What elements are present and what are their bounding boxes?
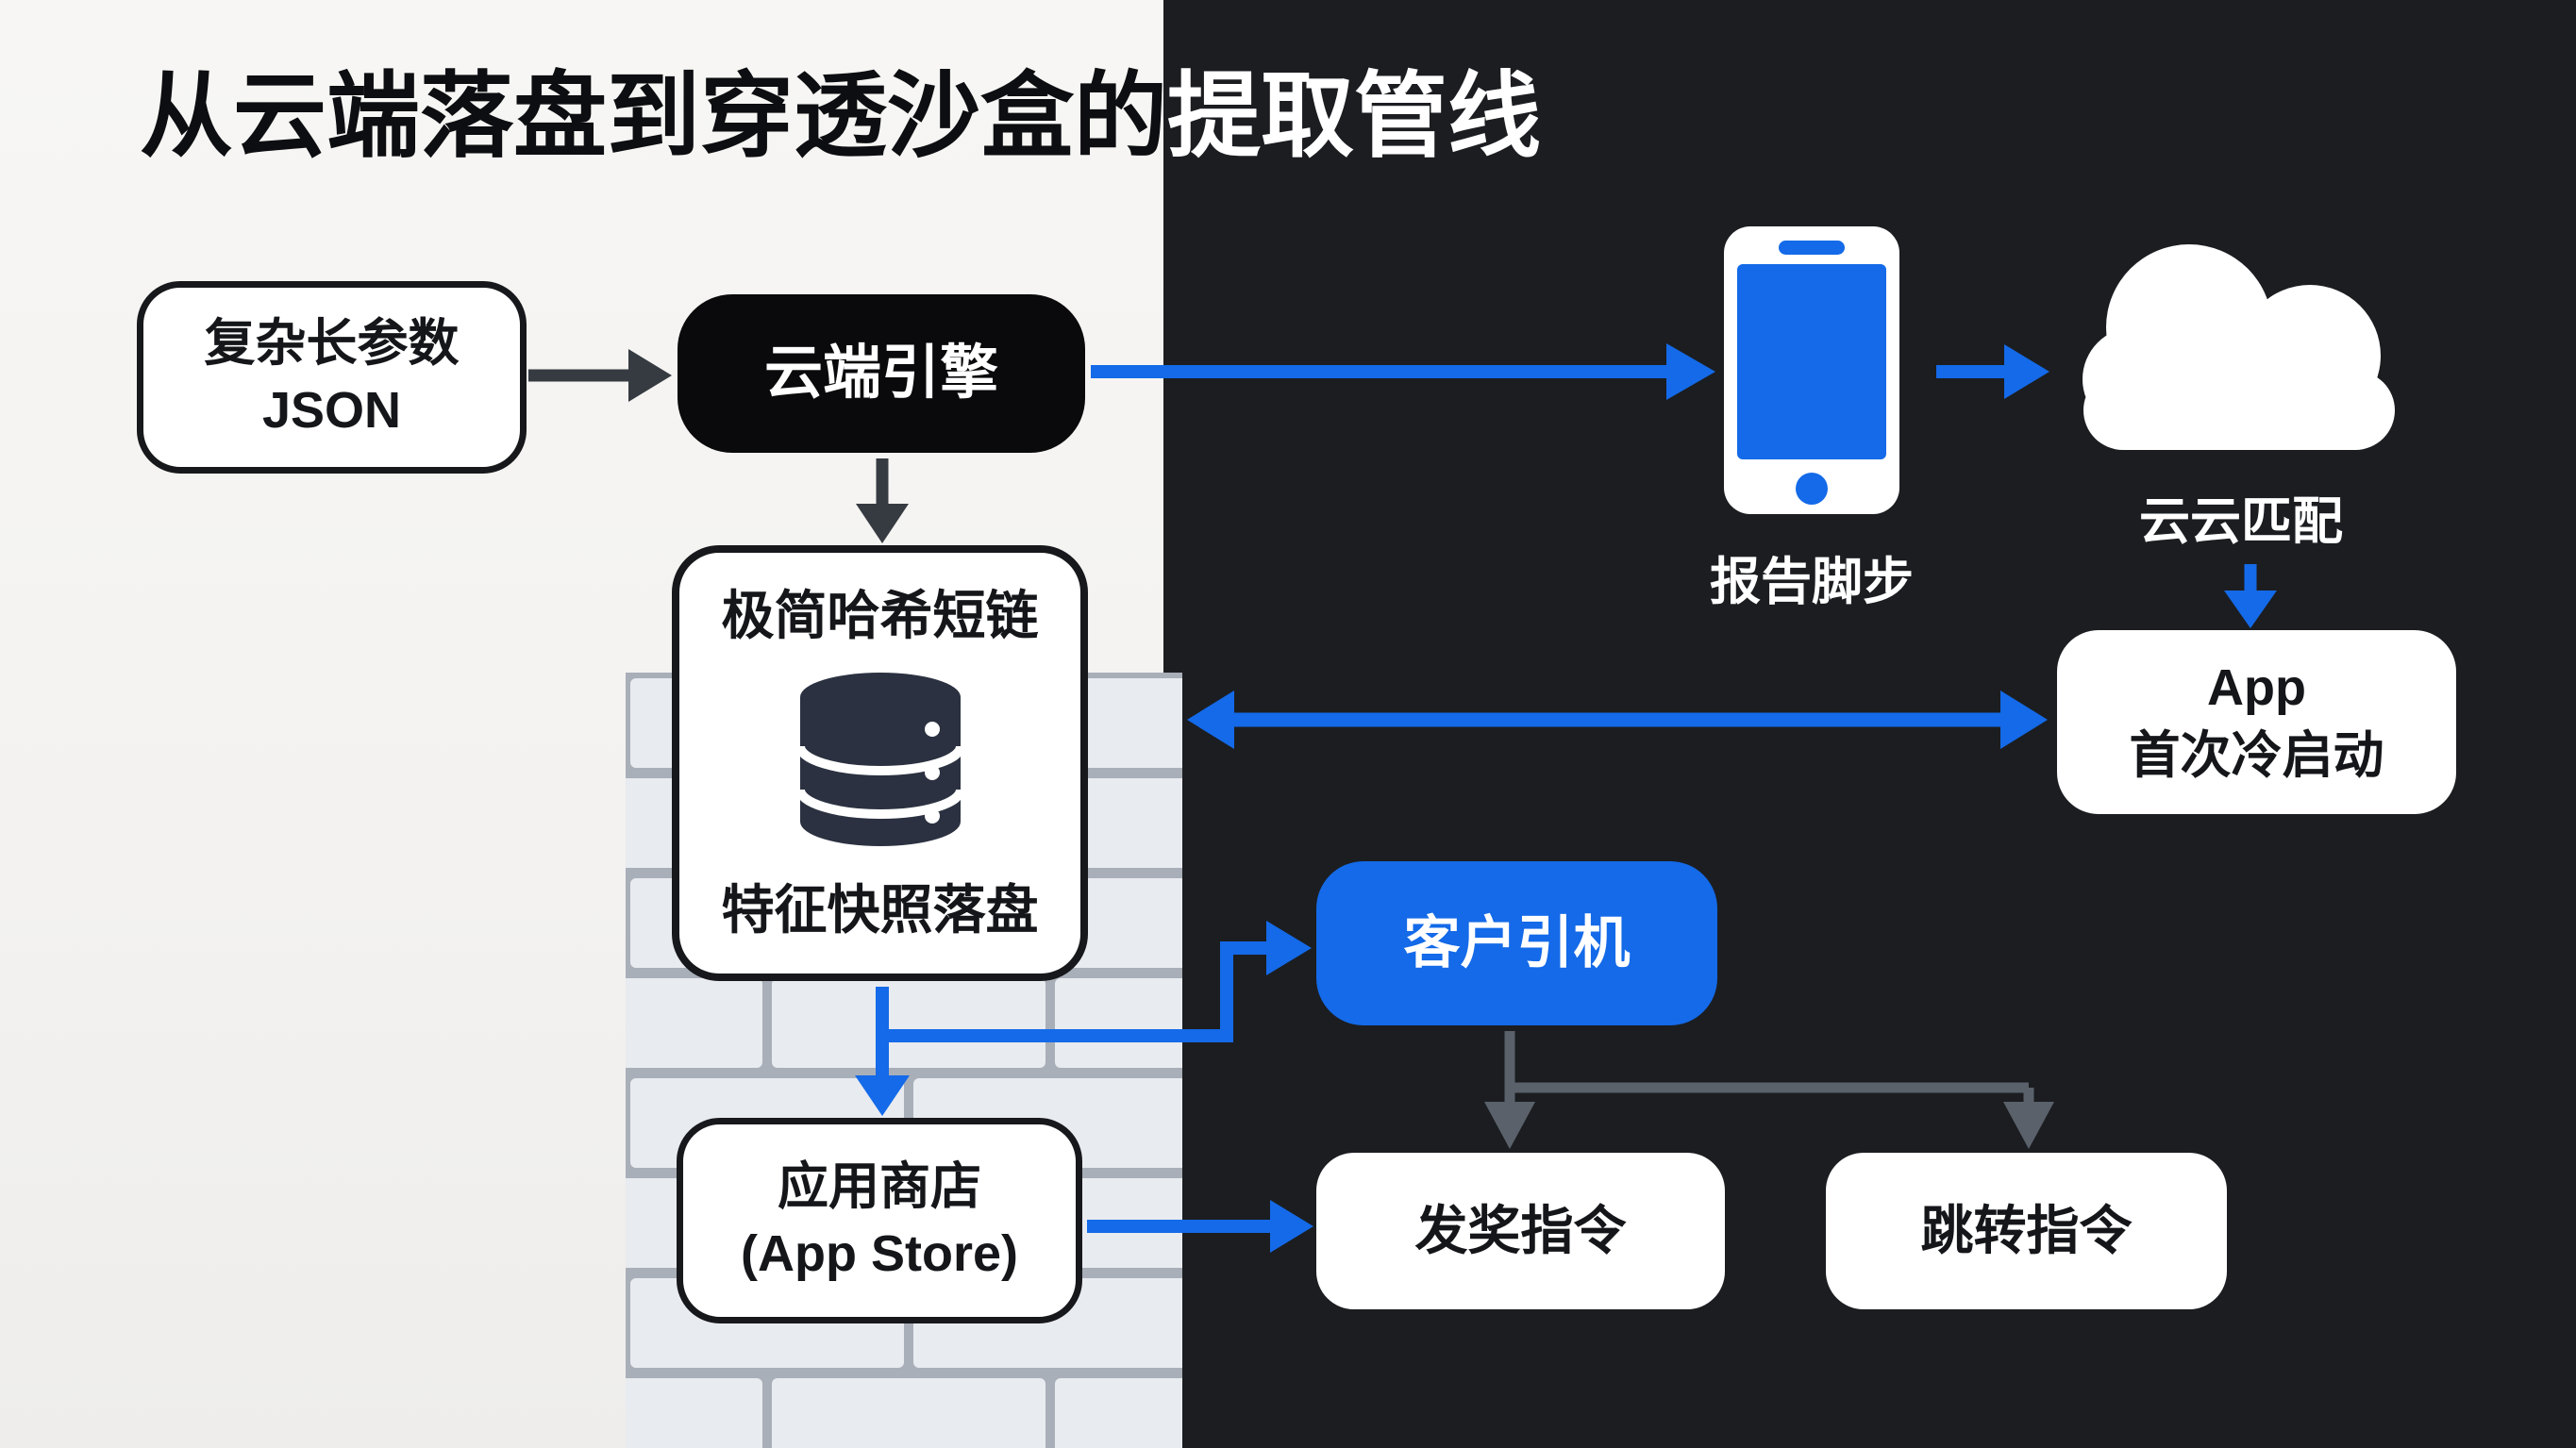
node-complex-params-json: 复杂长参数 JSON (137, 281, 527, 474)
node-reward-command-label: 发奖指令 (1414, 1201, 1627, 1261)
node-cloud-engine-label: 云端引擎 (763, 341, 998, 407)
node-jump-command-label: 跳转指令 (1920, 1201, 2133, 1261)
smartphone-icon (1724, 226, 1899, 514)
label-report-script: 报告脚步 (1710, 554, 1914, 610)
node-jump-command: 跳转指令 (1826, 1153, 2227, 1309)
node-client-engine: 客户引机 (1316, 861, 1717, 1025)
node-app-store-line1: 应用商店 (778, 1157, 981, 1215)
node-complex-params-line1: 复杂长参数 (204, 314, 460, 372)
database-icon (795, 673, 965, 846)
node-app-cold-start-line2: 首次冷启动 (2129, 726, 2384, 784)
label-cloud-match: 云云匹配 (2139, 493, 2343, 550)
node-app-store: 应用商店 (App Store) (677, 1118, 1082, 1323)
node-client-engine-label: 客户引机 (1403, 911, 1631, 975)
page-title-white: 从云端落盘到穿透沙盒的提取管线 (1163, 63, 1541, 168)
node-hash-snapshot: 极简哈希短链 特征快照落盘 (672, 545, 1088, 981)
page-title-overlay-clip: 从云端落盘到穿透沙盒的提取管线 (1163, 0, 2576, 264)
node-app-cold-start: App 首次冷启动 (2057, 630, 2456, 814)
node-cloud-engine: 云端引擎 (677, 294, 1085, 453)
node-hash-snapshot-line1: 极简哈希短链 (721, 586, 1039, 645)
node-app-store-line2: (App Store) (741, 1225, 1018, 1282)
page-title: 从云端落盘到穿透沙盒的提取管线 (140, 63, 1541, 168)
node-reward-command: 发奖指令 (1316, 1153, 1725, 1309)
cloud-icon (2083, 244, 2395, 450)
node-app-cold-start-line1: App (2207, 659, 2306, 717)
node-hash-snapshot-line2: 特征快照落盘 (721, 880, 1039, 940)
node-complex-params-line2: JSON (261, 382, 402, 439)
